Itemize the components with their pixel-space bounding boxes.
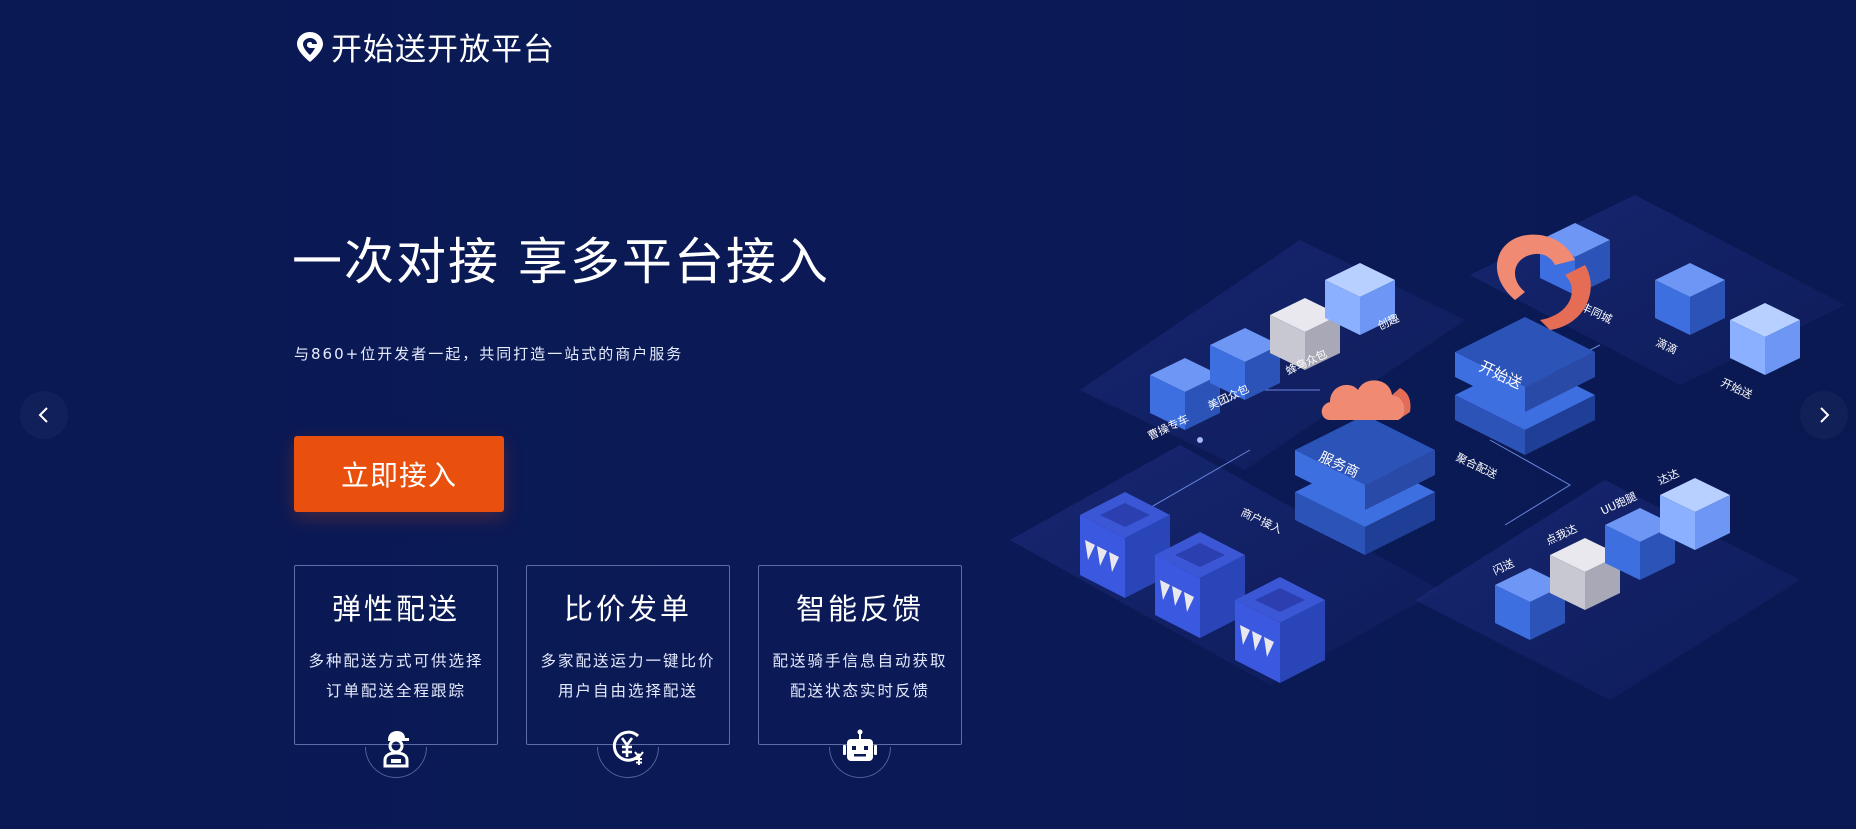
platform-label: 开始送	[1719, 375, 1755, 402]
feature-desc-line: 用户自由选择配送	[557, 682, 698, 700]
carousel-next-button[interactable]	[1800, 391, 1848, 439]
brand-name: 开始送开放平台	[331, 32, 555, 68]
feature-card-smart-feedback: 智能反馈 配送骑手信息自动获取 配送状态实时反馈	[758, 565, 962, 778]
cube-uu	[1605, 508, 1675, 580]
feature-desc-line: 订单配送全程跟踪	[325, 682, 466, 700]
feature-title: 智能反馈	[795, 592, 924, 626]
feature-title: 比价发单	[563, 592, 692, 626]
cube-shansong	[1495, 568, 1565, 640]
shop-building	[1235, 577, 1325, 683]
brand-logo[interactable]: 开始送开放平台	[295, 24, 555, 69]
cube-kaishisong-small	[1730, 303, 1800, 375]
aggregate-label: 聚合配送	[1454, 450, 1500, 481]
feature-card-elastic-delivery: 弹性配送 多种配送方式可供选择 订单配送全程跟踪	[294, 565, 498, 778]
chevron-left-icon	[38, 407, 48, 423]
yuan-coin-icon	[612, 730, 644, 765]
robot-icon	[843, 729, 877, 761]
feature-description: 多种配送方式可供选择 订单配送全程跟踪	[295, 646, 497, 706]
hero-subtitle: 与860+位开发者一起，共同打造一站式的商户服务	[294, 345, 684, 363]
feature-description: 配送骑手信息自动获取 配送状态实时反馈	[759, 646, 961, 706]
feature-description: 多家配送运力一键比价 用户自由选择配送	[527, 646, 729, 706]
cube-dianwoda	[1550, 538, 1620, 610]
feature-card-price-compare: 比价发单 多家配送运力一键比价 用户自由选择配送	[526, 565, 730, 778]
cube-meituan	[1210, 328, 1280, 400]
location-pin-logo-icon	[297, 31, 323, 62]
center-stack	[1455, 317, 1595, 455]
hero-title: 一次对接 享多平台接入	[292, 233, 830, 291]
cube-caocao	[1150, 358, 1220, 430]
feature-desc-line: 多家配送运力一键比价	[540, 652, 716, 670]
cube-didi	[1655, 263, 1725, 335]
cube-chuangqu	[1325, 263, 1395, 335]
connect-now-button[interactable]: 立即接入	[294, 436, 504, 512]
platform-label: 达达	[1656, 467, 1681, 488]
shop-building	[1155, 532, 1245, 638]
feature-desc-line: 多种配送方式可供选择	[308, 652, 484, 670]
feature-title: 弹性配送	[331, 592, 460, 626]
courier-icon	[383, 731, 409, 768]
platform-integration-illustration: 曹操专车 美团众包 蜂鸟众包 创趣 顺丰同城 滴滴 开始送	[1010, 195, 1845, 700]
provider-stack	[1295, 415, 1435, 555]
chevron-right-icon	[1820, 407, 1830, 423]
feature-desc-line: 配送状态实时反馈	[789, 682, 930, 700]
carousel-prev-button[interactable]	[20, 391, 68, 439]
cube-fengniao	[1270, 298, 1340, 370]
refresh-arrow-logo	[1496, 234, 1591, 330]
cube-dada	[1660, 478, 1730, 550]
feature-desc-line: 配送骑手信息自动获取	[772, 652, 948, 670]
cloud-icon	[1321, 380, 1411, 420]
